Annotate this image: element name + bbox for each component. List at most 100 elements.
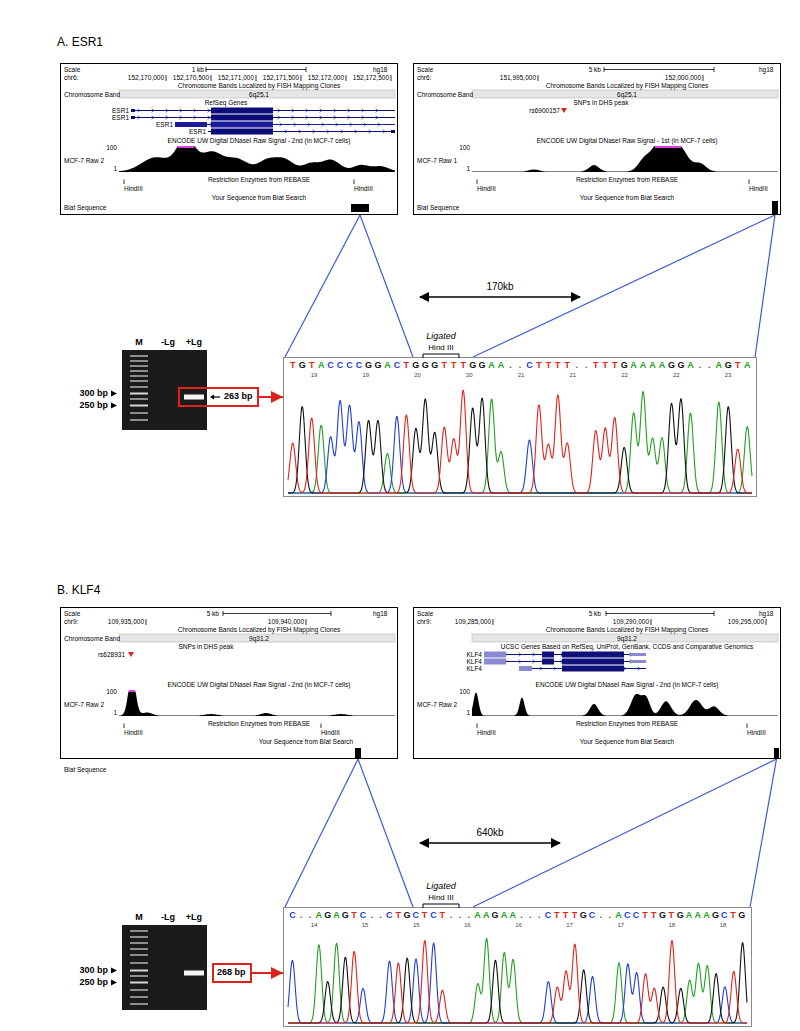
dnase-signal [472,692,778,716]
genome-browser-panel: Scale5 kbhg18chr6:151,995,000152,000,000… [413,63,781,215]
band-highlight-box-art [180,389,230,409]
browser-text: 100 [459,688,470,695]
trace-line [288,938,747,1023]
browser-text: 100 [459,144,470,151]
browser-text: 109,295,000 [728,618,764,625]
pointer-arrow [259,396,283,398]
chromatogram: LigatedHind IIIC..AGAGTC..CTGCTCT...AAGA… [283,907,752,1027]
chromatogram-text: 20 [466,372,473,379]
browser-text: rs628931 [98,651,125,658]
band-highlight-box: 268 bp [212,963,252,983]
ladder-band [130,989,148,991]
gene-model [131,108,395,114]
browser-text: 152,170,000 [128,74,164,81]
band-highlight-box: 263 bp [178,387,259,407]
chromosome-band [119,634,395,642]
chromatogram-text: 21 [569,372,576,379]
snp-marker [561,108,567,113]
distance-arrow [420,842,560,844]
ladder-band [130,930,148,932]
figure-label: 170kb [484,281,515,293]
browser-text: MCF-7 Raw 2 [64,701,104,708]
chromatogram-text: 19 [362,372,369,379]
gel-label: 300 bp [79,388,108,398]
coordinate-tick [766,619,767,625]
browser-text: HindIII [124,185,143,192]
restriction-site-tick [124,180,125,185]
gel-label: +Lg [186,337,202,347]
ladder-band [130,405,148,407]
browser-text: 109,935,000 [108,618,144,625]
restriction-site-tick [477,180,478,185]
gene-model [484,659,646,665]
chromatogram-text: 15 [413,922,420,929]
signal-clip-mark [655,146,681,148]
browser-text: 100 [106,144,117,151]
pointer-arrow [213,396,220,397]
gene-model [484,652,646,658]
blat-hit [355,748,361,758]
browser-text: Blat Sequence [417,204,459,211]
browser-text: Scale [417,66,433,73]
browser-text: ESR1 [189,128,206,135]
chromatogram-text: 16 [515,922,522,929]
browser-text: ENCODE UW Digital DNaseI Raw Signal - 2n… [168,137,351,144]
browser-text: 109,290,000 [613,618,649,625]
coordinate-tick [211,75,212,81]
chromatogram-text: 18 [669,922,676,929]
browser-text: 5 kb [207,610,219,617]
site-bracket [423,354,459,358]
browser-text: MCF-7 Raw 2 [64,157,104,164]
band-size-label: 263 bp [224,391,253,401]
coordinate-tick [146,619,147,625]
coordinate-tick [651,619,652,625]
ladder-band [130,982,148,984]
ladder-band [130,360,148,362]
ladder-band [130,355,148,357]
gene-model [131,115,395,121]
chromatogram-text: 21 [518,372,525,379]
browser-text: Chromosome Bands Localized by FISH Mappi… [546,82,709,89]
scale-bar [223,611,331,616]
pointer-arrowhead [210,395,214,400]
ladder-band [130,386,148,388]
ladder-band [130,954,148,956]
browser-text: 109,285,000 [455,618,491,625]
browser-text: 152,171,500 [263,74,299,81]
browser-text: chr9: [64,618,78,625]
browser-text: rs6900157 [529,107,560,114]
browser-text: Restriction Enzymes from REBASE [208,176,310,183]
chromatogram-text: TGTACCCCGGACTGGGTTTGGAA..CTTTT..TTTGAAAA… [288,360,752,370]
zoom-line [285,759,413,907]
browser-text: HindIII [749,185,768,192]
browser-text: 152,171,000 [218,74,254,81]
chromatogram-text: 19 [311,372,318,379]
gel-image: M-Lg+Lg300 bp250 bp263 bp [122,350,256,430]
chromosome-band [472,634,778,642]
figure-label: 640kb [474,827,505,839]
signal-clip-mark [178,146,194,148]
ladder-band [130,393,148,395]
ladder-band [130,380,148,382]
size-marker-triangle [111,403,117,409]
browser-text: KLF4 [466,651,482,658]
chromatogram-text: Hind III [428,893,453,902]
restriction-site-tick [747,724,748,729]
restriction-site-tick [354,180,355,185]
gel-label: -Lg [161,337,175,347]
browser-text: 1 [113,709,117,716]
figure-label: A. ESR1 [57,36,103,50]
gel-label: M [135,912,143,922]
browser-text: Scale [64,66,80,73]
chromatogram: LigatedHind IIITGTACCCCGGACTGGGTTTGGAA..… [283,357,757,497]
scale-bar [604,67,714,72]
ladder-band [130,1003,148,1005]
browser-text: ENCODE UW Digital DNaseI Raw Signal - 2n… [536,681,719,688]
browser-text: Chromosome Bands Localized by FISH Mappi… [178,82,341,89]
ladder-band [130,419,148,421]
ladder-band [130,996,148,998]
browser-text: Scale [64,610,80,617]
size-marker-triangle [111,968,117,974]
browser-text: SNPs in DHS peak [574,99,629,106]
browser-text: Your Sequence from Blat Search [580,738,674,745]
